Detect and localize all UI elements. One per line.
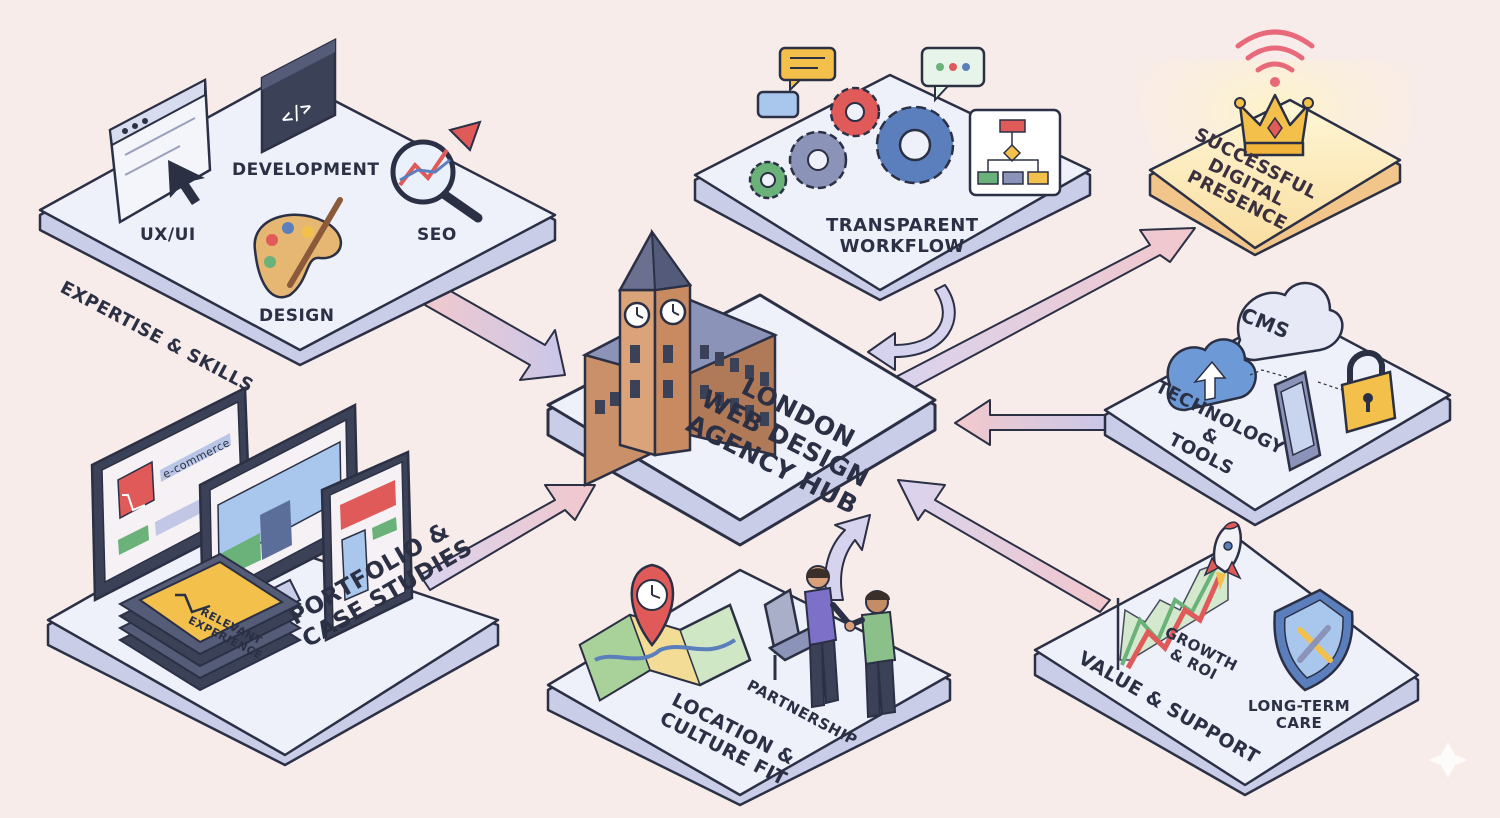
sparkle-icon <box>1428 742 1468 778</box>
ecommerce-monitor-icon <box>90 386 252 610</box>
seo-icon <box>390 120 483 223</box>
arrow-portfolio-to-hub <box>419 484 596 591</box>
ux-ui-icon <box>108 77 212 225</box>
arrow-value-to-hub <box>897 479 1111 613</box>
arrow-technology-to-hub <box>954 399 1111 446</box>
gears-icon <box>748 86 955 200</box>
chat-bubbles-icon <box>756 46 986 119</box>
rocket-icon <box>1203 521 1242 590</box>
cms-cloud-icon <box>1236 281 1344 362</box>
smartphone-icon <box>1273 370 1322 472</box>
landscape-monitor-icon <box>198 402 360 622</box>
long-term-care-label: LONG-TERM CARE <box>1248 697 1351 733</box>
development-label: DEVELOPMENT <box>232 160 380 180</box>
arrow-workflow-to-hub <box>867 284 956 371</box>
design-palette-icon <box>253 197 343 299</box>
dashed-connectors <box>1249 369 1343 391</box>
shield-wrench-icon <box>1273 588 1354 692</box>
growth-chart-icon <box>1116 558 1229 670</box>
connector-arrows <box>419 227 1196 613</box>
arrow-hub-to-success <box>889 227 1196 396</box>
signal-waves-icon <box>1235 29 1315 87</box>
seo-label: SEO <box>417 225 457 245</box>
arrow-partnership-up <box>824 514 871 601</box>
design-label: DESIGN <box>259 306 335 326</box>
ux-ui-label: UX/UI <box>140 225 196 245</box>
tablet-icon <box>320 450 414 642</box>
arrow-expertise-to-hub <box>419 284 566 381</box>
handshake-people-icon <box>803 565 897 719</box>
experience-stack-icon <box>117 552 303 692</box>
development-icon: </> <box>260 37 337 155</box>
location-pin-icon <box>630 563 675 648</box>
crown-icon <box>1234 93 1314 157</box>
clock-tower-building-icon <box>581 228 779 487</box>
flowchart-icon <box>968 108 1062 197</box>
upload-cloud-icon <box>1166 338 1257 412</box>
padlock-icon <box>1340 349 1397 434</box>
workflow-title: TRANSPARENT WORKFLOW <box>826 215 979 257</box>
